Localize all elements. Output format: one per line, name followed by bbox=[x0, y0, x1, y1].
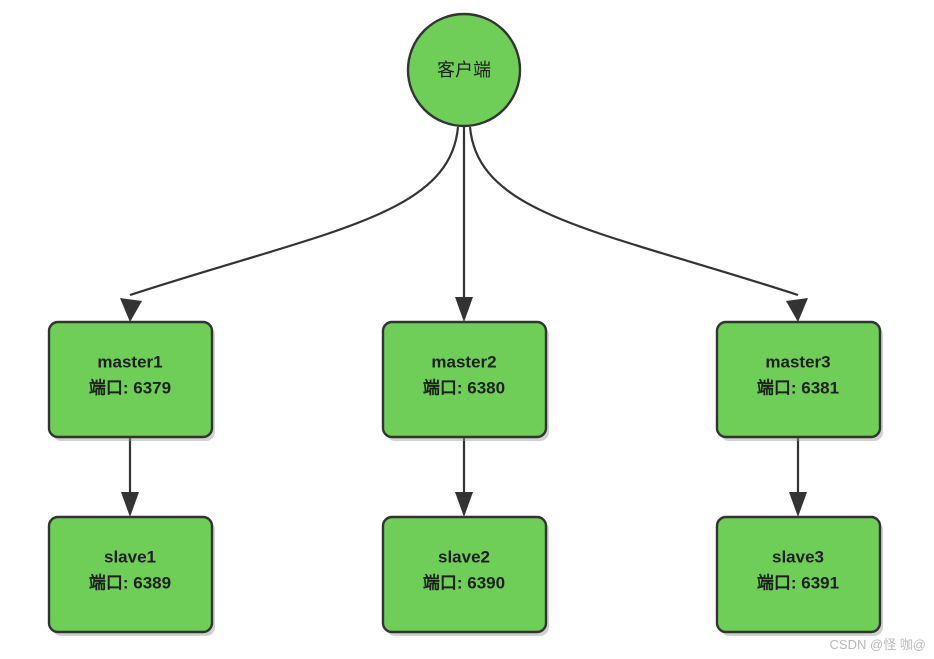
client-circle bbox=[406, 12, 522, 128]
slave3-name: slave3 bbox=[772, 547, 824, 566]
edge-path-curved-left bbox=[129, 126, 460, 297]
arrow-head-slave3 bbox=[789, 492, 807, 517]
node-slave1[interactable]: slave1 端口: 6389 bbox=[47, 515, 215, 636]
node-master3[interactable]: master3 端口: 6381 bbox=[715, 320, 883, 441]
edge-master3-to-slave3 bbox=[789, 437, 807, 517]
node-slave3[interactable]: slave3 端口: 6391 bbox=[715, 515, 883, 636]
slave1-port: 端口: 6389 bbox=[89, 572, 171, 592]
master3-port: 端口: 6381 bbox=[757, 377, 839, 397]
client-label: 客户端 bbox=[437, 60, 491, 80]
slave2-port: 端口: 6390 bbox=[423, 572, 505, 592]
slave1-name: slave1 bbox=[104, 547, 156, 566]
slave1-box bbox=[47, 515, 214, 634]
master3-name: master3 bbox=[765, 352, 830, 371]
edge-master2-to-slave2 bbox=[455, 437, 473, 517]
node-slave2[interactable]: slave2 端口: 6390 bbox=[381, 515, 549, 636]
arrow-head-master3 bbox=[786, 298, 808, 322]
node-master2[interactable]: master2 端口: 6380 bbox=[381, 320, 549, 441]
watermark: CSDN @怪 咖@ bbox=[829, 637, 926, 652]
node-master1[interactable]: master1 端口: 6379 bbox=[47, 320, 215, 441]
slave2-box bbox=[381, 515, 548, 634]
master3-box bbox=[715, 320, 882, 439]
edge-client-to-master1 bbox=[120, 126, 460, 322]
slave3-box bbox=[715, 515, 882, 634]
master1-port: 端口: 6379 bbox=[89, 377, 171, 397]
slave2-name: slave2 bbox=[438, 547, 490, 566]
edge-client-to-master3 bbox=[468, 126, 808, 322]
arrow-head-slave1 bbox=[121, 492, 139, 517]
master2-box bbox=[381, 320, 548, 439]
master2-port: 端口: 6380 bbox=[423, 377, 505, 397]
arrow-head-master2 bbox=[455, 297, 473, 322]
edge-client-to-master2 bbox=[455, 127, 473, 322]
master2-name: master2 bbox=[431, 352, 496, 371]
edge-path-curved-right bbox=[468, 126, 799, 297]
master1-name: master1 bbox=[97, 352, 162, 371]
arrow-head-master1 bbox=[120, 298, 142, 322]
master1-box bbox=[47, 320, 214, 439]
arrow-head-slave2 bbox=[455, 492, 473, 517]
slave3-port: 端口: 6391 bbox=[757, 572, 839, 592]
edge-master1-to-slave1 bbox=[121, 437, 139, 517]
node-client[interactable]: 客户端 bbox=[406, 12, 522, 128]
